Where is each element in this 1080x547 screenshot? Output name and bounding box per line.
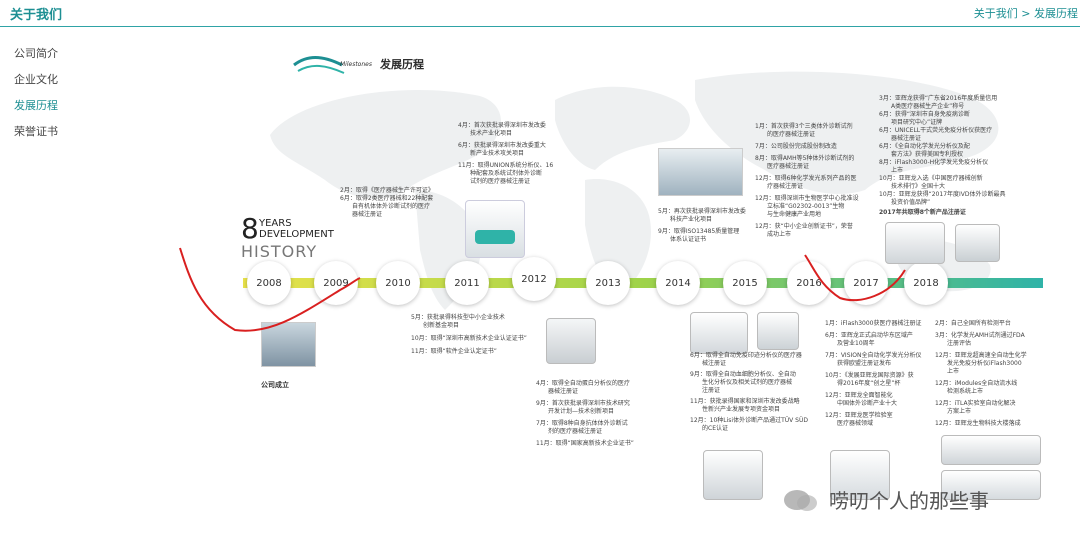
device-2018-line-2 bbox=[941, 470, 1041, 500]
breadcrumb-separator: > bbox=[1021, 7, 1031, 20]
year-2015[interactable]: 2015 bbox=[723, 261, 767, 305]
note-2017: 3月：亚辉龙获得“广东省2016年度质量信用 A类医疗器械生产企业”称号 6月：… bbox=[879, 95, 1006, 216]
year-2010[interactable]: 2010 bbox=[376, 261, 420, 305]
device-2017-analyzer-1 bbox=[885, 222, 945, 264]
year-2013[interactable]: 2013 bbox=[586, 261, 630, 305]
note-2016: 1月：iFlash3000获医疗器械注册证 6月：亚辉龙正式启动华东区域产 及营… bbox=[825, 320, 922, 427]
history-infographic: Milestones 发展历程 8 YEARS DEVELOPMENT HIST… bbox=[175, 40, 1080, 520]
watermark: 唠叨个人的那些事 bbox=[781, 485, 1071, 515]
breadcrumb-home-link[interactable]: 关于我们 bbox=[973, 7, 1018, 20]
device-2016-analyzer bbox=[830, 450, 890, 500]
years-number: 8 bbox=[241, 212, 259, 245]
sidebar-item-culture[interactable]: 企业文化 bbox=[14, 73, 58, 86]
note-2018: 2月：自己全国所有检测平台 3月：化学发光AMH试剂通过FDA 注册评估 12月… bbox=[935, 320, 1027, 427]
milestones-wave-icon bbox=[293, 56, 345, 74]
note-2012: 4月：取得全自动蛋白分析仪的医疗 器械注册证 9月：首次获批录得深圳市技术研究 … bbox=[536, 380, 634, 447]
year-2018[interactable]: 2018 bbox=[904, 261, 948, 305]
device-2014-analyzer-2 bbox=[757, 312, 799, 350]
milestones-en: Milestones bbox=[340, 61, 372, 68]
wechat-icon bbox=[784, 490, 817, 511]
meeting-photo bbox=[658, 148, 743, 196]
years-line1: YEARS bbox=[259, 218, 292, 229]
milestones-cn: 发展历程 bbox=[380, 58, 424, 71]
device-2011-analyzer bbox=[465, 200, 525, 258]
note-2010: 5月：获批录得科技型中小企业技术 创新基金项目 10月：取得“深圳市高新技术企业… bbox=[411, 314, 527, 355]
note-2009: 2月：取得《医疗器械生产许可证》 6月：取得2类医疗器械和22种配套 自有机体体… bbox=[340, 187, 434, 218]
years-line3: HISTORY bbox=[241, 242, 318, 261]
device-2014-analyzer-3 bbox=[703, 450, 763, 500]
sidebar-item-history[interactable]: 发展历程 bbox=[14, 99, 58, 112]
year-2017[interactable]: 2017 bbox=[844, 261, 888, 305]
note-2011: 4月：首次获批录得深圳市发改委 技术产业化项目 6月：获批录得深圳市发改委重大 … bbox=[458, 122, 554, 185]
handshake-photo bbox=[261, 322, 316, 367]
year-2014[interactable]: 2014 bbox=[656, 261, 700, 305]
breadcrumb: 关于我们 > 发展历程 bbox=[974, 5, 1078, 21]
years-line2: DEVELOPMENT bbox=[259, 229, 334, 240]
sidebar-item-company-intro[interactable]: 公司简介 bbox=[14, 47, 58, 60]
note-2015: 1月：首次获得3个三类体外诊断试剂 的医疗器械注册证 7月：公司股份完成股份制改… bbox=[755, 123, 859, 238]
note-2013: 5月：再次获批录得深圳市发改委 科技产业化项目 9月：取得ISO13485质量管… bbox=[658, 208, 746, 243]
note-2014: 6月：取得全自动免疫印迹分析仪的医疗器 械注册证 9月：取得全自动血细胞分析仪、… bbox=[690, 352, 808, 432]
page-header: 关于我们 关于我们 > 发展历程 bbox=[0, 0, 1080, 27]
device-2017-analyzer-2 bbox=[955, 224, 1000, 262]
year-2012[interactable]: 2012 bbox=[512, 257, 556, 301]
sidebar-item-honors[interactable]: 荣誉证书 bbox=[14, 125, 58, 138]
device-2018-line bbox=[941, 435, 1041, 465]
year-2008[interactable]: 2008 bbox=[247, 261, 291, 305]
watermark-text: 唠叨个人的那些事 bbox=[829, 489, 989, 513]
device-2014-analyzer-1 bbox=[690, 312, 748, 354]
world-map-background bbox=[270, 71, 999, 310]
page-title: 关于我们 bbox=[10, 8, 63, 23]
device-2012-analyzer bbox=[546, 318, 596, 364]
year-2011[interactable]: 2011 bbox=[445, 261, 489, 305]
sidebar-nav: 公司简介 企业文化 发展历程 荣誉证书 bbox=[14, 46, 134, 150]
device-2011-accent bbox=[475, 230, 515, 244]
timeline-bar bbox=[243, 278, 1043, 288]
note-2008-text: 公司成立 bbox=[261, 381, 289, 389]
breadcrumb-current[interactable]: 发展历程 bbox=[1034, 7, 1078, 20]
